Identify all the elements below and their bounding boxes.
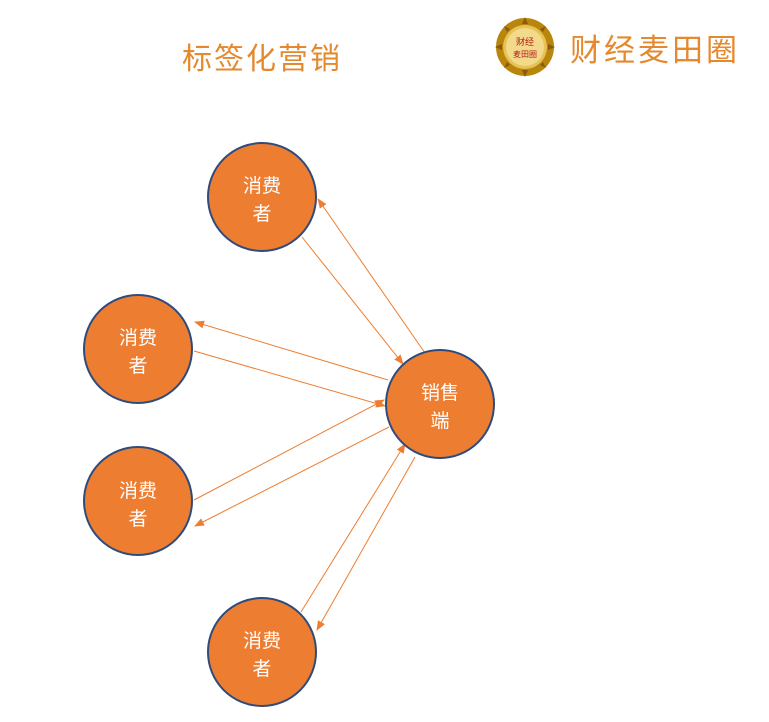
consumer-label-line1: 消费: [243, 630, 281, 652]
sales-node: 销售 端: [385, 349, 495, 459]
consumer-label-line2: 者: [252, 658, 271, 680]
consumer-node: 消费 者: [207, 142, 317, 252]
consumer-label-line1: 消费: [119, 327, 157, 349]
arrow-consumer3-to-sales: [193, 399, 385, 501]
arrow-consumer4-to-sales: [300, 443, 406, 613]
arrow-sales-to-consumer1: [317, 198, 426, 354]
logo-text-line2: 麦田圈: [513, 49, 537, 59]
arrow-consumer1-to-sales: [301, 236, 404, 365]
consumer-label-line2: 者: [128, 508, 147, 530]
logo-text-line1: 财经: [516, 36, 534, 48]
brand: 财经 麦田圈 财经麦田圈: [494, 16, 740, 78]
consumer-label-line2: 者: [252, 203, 271, 225]
brand-name: 财经麦田圈: [570, 32, 740, 69]
arrow-sales-to-consumer3: [194, 426, 390, 527]
sales-label-line1: 销售: [421, 382, 459, 404]
consumer-node: 消费 者: [83, 446, 193, 556]
page-title: 标签化营销: [182, 42, 342, 77]
consumer-label-line1: 消费: [119, 480, 157, 502]
consumer-label-line1: 消费: [243, 175, 281, 197]
arrow-sales-to-consumer4: [316, 456, 416, 631]
sales-label-line2: 端: [430, 410, 449, 432]
arrow-sales-to-consumer2: [194, 320, 389, 381]
consumer-label-line2: 者: [128, 355, 147, 377]
brand-logo-icon: 财经 麦田圈: [495, 17, 555, 77]
consumer-node: 消费 者: [83, 294, 193, 404]
consumer-node: 消费 者: [207, 597, 317, 707]
arrow-consumer2-to-sales: [193, 350, 386, 408]
